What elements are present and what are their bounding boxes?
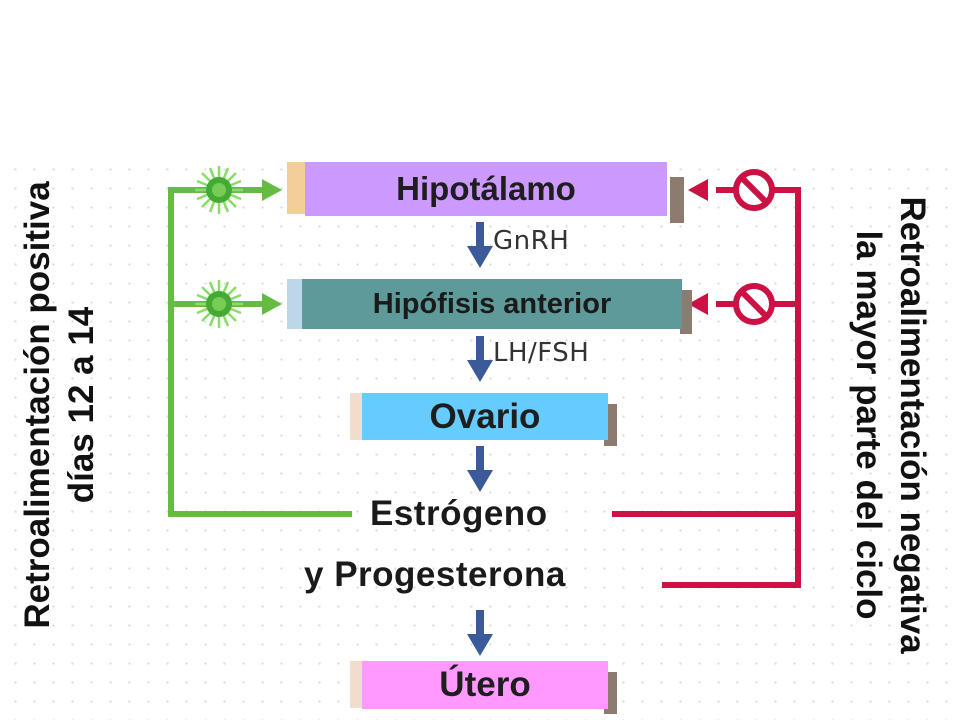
negative-feedback-label: Retroalimentación negativa la mayor part… — [846, 196, 934, 653]
box-tab — [287, 162, 307, 214]
box-utero-label: Útero — [439, 665, 531, 704]
positive-feedback-line1: Retroalimentación positiva — [18, 181, 57, 629]
prohibited-icon — [733, 169, 775, 211]
prohibited-icon — [733, 283, 775, 325]
box-tab — [287, 279, 305, 329]
label-estrogeno: Estrógeno — [370, 494, 548, 533]
box-hipofisis: Hipófisis anterior — [302, 279, 682, 329]
down-arrow-lhfsh — [467, 336, 493, 382]
negative-arrowhead-hipotalamo — [688, 179, 708, 201]
box-ovario-label: Ovario — [429, 396, 541, 436]
box-hipofisis-label: Hipófisis anterior — [372, 287, 612, 320]
negative-feedback-line1: Retroalimentación negativa — [893, 196, 932, 654]
down-arrow-utero — [467, 610, 493, 656]
negative-arrowhead-hipofisis — [688, 293, 708, 315]
label-gnrh: GnRH — [493, 226, 570, 256]
box-ovario: Ovario — [362, 393, 608, 440]
label-progesterona: y Progesterona — [304, 555, 566, 594]
box-utero: Útero — [362, 661, 608, 709]
starburst-icon — [195, 280, 243, 328]
box-hipotalamo-label: Hipotálamo — [396, 170, 576, 207]
negative-feedback-line2: la mayor parte del ciclo — [849, 230, 888, 620]
positive-feedback-line2: días 12 a 14 — [62, 306, 101, 504]
box-tab — [350, 661, 364, 708]
positive-arrowhead-hipofisis — [262, 293, 282, 315]
box-hipotalamo: Hipotálamo — [305, 162, 667, 216]
positive-arrowhead-hipotalamo — [262, 179, 282, 201]
header-blank — [0, 0, 960, 158]
positive-feedback-line — [168, 187, 352, 517]
box-shadow — [670, 177, 684, 223]
box-shadow — [680, 290, 692, 334]
negative-feedback-line — [612, 187, 801, 588]
positive-feedback-label: Retroalimentación positiva días 12 a 14 — [16, 181, 104, 628]
box-tab — [350, 393, 364, 440]
down-arrow-gnrh — [467, 222, 493, 268]
label-lh-fsh: LH/FSH — [493, 338, 590, 368]
down-arrow-ovario — [467, 446, 493, 492]
starburst-icon — [195, 166, 243, 214]
